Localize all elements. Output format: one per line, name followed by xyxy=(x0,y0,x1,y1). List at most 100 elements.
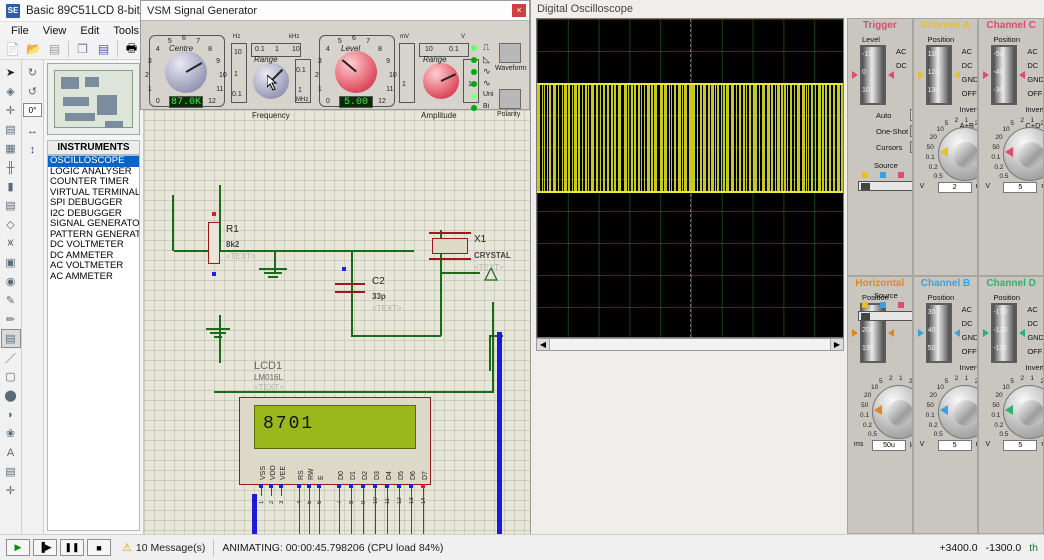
symbol-icon[interactable]: ▤ xyxy=(1,462,21,481)
export-icon[interactable]: ▤ xyxy=(94,40,113,58)
coupling-gnd[interactable]: GND xyxy=(1027,333,1044,342)
source-dot-b[interactable] xyxy=(880,302,886,308)
slot-marker-left[interactable] xyxy=(918,329,924,337)
slot-marker-right[interactable] xyxy=(1019,71,1025,79)
instrument-item-dc-voltmeter[interactable]: DC VOLTMETER xyxy=(48,240,139,251)
device-pin-icon[interactable]: ◇ xyxy=(1,215,21,234)
scope-panel-horizontal[interactable]: HorizontalPosition210200190Sourcems50uµs… xyxy=(847,276,913,534)
scroll-left-button[interactable]: ◀ xyxy=(537,339,550,350)
amplitude-range-knob[interactable] xyxy=(423,63,459,99)
coupling-off[interactable]: OFF xyxy=(962,89,977,98)
component-lcd1[interactable]: 8701 VSSVDDVEERSRWED0D1D2D3D4D5D6D7 xyxy=(239,397,431,485)
virtual-instrument-icon[interactable]: ▤ xyxy=(1,329,21,348)
save-icon[interactable]: ▤ xyxy=(45,40,64,58)
new-icon[interactable]: 📄 xyxy=(3,40,22,58)
text-icon[interactable]: A xyxy=(1,443,21,462)
mirror-y-icon[interactable]: ↕ xyxy=(23,140,43,159)
coupling-gnd[interactable]: GND xyxy=(962,75,979,84)
source-dot-c[interactable] xyxy=(898,302,904,308)
menu-edit[interactable]: Edit xyxy=(73,24,106,38)
source-selector[interactable] xyxy=(858,181,913,191)
coupling-dc[interactable]: DC xyxy=(962,319,973,328)
slot-marker-right[interactable] xyxy=(888,71,894,79)
scope-panel-channel-b[interactable]: Channel BPosition304050ACDCGNDOFFInvertV… xyxy=(913,276,979,534)
scope-panel-channel-d[interactable]: Channel DPosition-130-120-110ACDCGNDOFFI… xyxy=(978,276,1044,534)
wire-label-icon[interactable]: ▤ xyxy=(1,120,21,139)
coupling-ac[interactable]: AC xyxy=(962,47,972,56)
source-dot-a[interactable] xyxy=(862,172,868,178)
rotate-ccw-icon[interactable]: ↺ xyxy=(23,82,43,101)
slot-marker-right[interactable] xyxy=(954,329,960,337)
menu-file[interactable]: File xyxy=(4,24,36,38)
signal-generator-close-button[interactable]: × xyxy=(512,4,526,17)
coupling-dc[interactable]: DC xyxy=(1027,319,1038,328)
print-icon[interactable]: 🖶 xyxy=(122,40,141,58)
terminal-icon[interactable]: ▤ xyxy=(1,196,21,215)
range-value[interactable]: 5 xyxy=(1003,440,1037,451)
pause-button[interactable]: ❚❚ xyxy=(60,539,84,556)
bus-icon[interactable]: ╫ xyxy=(1,158,21,177)
text-script-icon[interactable]: ▦ xyxy=(1,139,21,158)
polarity-led-uni[interactable] xyxy=(471,93,477,99)
polarity-led-bi[interactable] xyxy=(471,105,477,111)
marker-icon[interactable]: ✛ xyxy=(1,481,21,500)
step-button[interactable]: ▐▶ xyxy=(33,539,57,556)
instrument-item-spi-debugger[interactable]: SPI DEBUGGER xyxy=(48,198,139,209)
oscilloscope-screen[interactable] xyxy=(536,18,844,338)
coupling-ac[interactable]: AC xyxy=(896,47,906,56)
amp-range-left-box[interactable] xyxy=(399,43,415,103)
slot-marker-right[interactable] xyxy=(954,71,960,79)
range-value[interactable]: 50u xyxy=(872,440,906,451)
slot-marker-right[interactable] xyxy=(888,329,894,337)
scope-panel-trigger[interactable]: TriggerLevel-10010ACDCAutoOne-ShotCursor… xyxy=(847,18,913,276)
circle-icon[interactable]: ⬤ xyxy=(1,386,21,405)
coupling-dc[interactable]: DC xyxy=(896,61,907,70)
waveform-led-square[interactable] xyxy=(471,45,477,51)
component-x1[interactable] xyxy=(432,238,468,254)
component-icon[interactable]: ◈ xyxy=(1,82,21,101)
slot-marker-left[interactable] xyxy=(852,329,858,337)
component-r1[interactable] xyxy=(208,222,220,264)
line-icon[interactable]: ／ xyxy=(1,348,21,367)
source-dot-b[interactable] xyxy=(880,172,886,178)
instrument-item-ac-ammeter[interactable]: AC AMMETER xyxy=(48,272,139,283)
component-c2[interactable] xyxy=(335,291,365,293)
coupling-off[interactable]: OFF xyxy=(1027,347,1042,356)
arc-icon[interactable]: ◗ xyxy=(1,405,21,424)
messages-indicator[interactable]: ⚠ 10 Message(s) xyxy=(122,541,205,554)
coupling-dc[interactable]: DC xyxy=(962,61,973,70)
junction-dot-icon[interactable]: ✛ xyxy=(1,101,21,120)
instrument-item-signal-generator[interactable]: SIGNAL GENERATOR xyxy=(48,219,139,230)
stop-button[interactable]: ■ xyxy=(87,539,111,556)
path-icon[interactable]: ❀ xyxy=(1,424,21,443)
scroll-right-button[interactable]: ▶ xyxy=(830,339,843,350)
coupling-ac[interactable]: AC xyxy=(962,305,972,314)
current-probe-icon[interactable]: ✏ xyxy=(1,310,21,329)
coupling-ac[interactable]: AC xyxy=(1027,305,1037,314)
coupling-dc[interactable]: DC xyxy=(1027,61,1038,70)
graph-icon[interactable]: ⩙ xyxy=(1,234,21,253)
instrument-item-ac-voltmeter[interactable]: AC VOLTMETER xyxy=(48,261,139,272)
polarity-button[interactable] xyxy=(499,89,521,109)
menu-view[interactable]: View xyxy=(36,24,74,38)
open-icon[interactable]: 📂 xyxy=(24,40,43,58)
waveform-button[interactable] xyxy=(499,43,521,63)
source-dot-c[interactable] xyxy=(898,172,904,178)
coupling-off[interactable]: OFF xyxy=(1027,89,1042,98)
subcircuit-icon[interactable]: ▮ xyxy=(1,177,21,196)
coupling-off[interactable]: OFF xyxy=(962,347,977,356)
range-value[interactable]: 2 xyxy=(938,182,972,193)
rotation-angle-field[interactable]: 0° xyxy=(23,103,42,117)
scope-panel-channel-a[interactable]: Channel APosition110120130ACDCGNDOFFInve… xyxy=(913,18,979,276)
import-icon[interactable]: ❐ xyxy=(73,40,92,58)
source-selector[interactable] xyxy=(858,311,913,321)
slot-marker-left[interactable] xyxy=(983,329,989,337)
mirror-x-icon[interactable]: ↔ xyxy=(23,121,43,140)
range-value[interactable]: 5 xyxy=(938,440,972,451)
vsm-signal-generator-window[interactable]: VSM Signal Generator × Centre 87.0K 0123… xyxy=(140,0,530,110)
source-dot-a[interactable] xyxy=(862,302,868,308)
scroll-thumb[interactable] xyxy=(550,339,830,350)
coupling-gnd[interactable]: GND xyxy=(962,333,979,342)
instruments-list[interactable]: OSCILLOSCOPELOGIC ANALYSERCOUNTER TIMERV… xyxy=(47,155,140,531)
oscilloscope-hscrollbar[interactable]: ◀ ▶ xyxy=(536,338,844,351)
